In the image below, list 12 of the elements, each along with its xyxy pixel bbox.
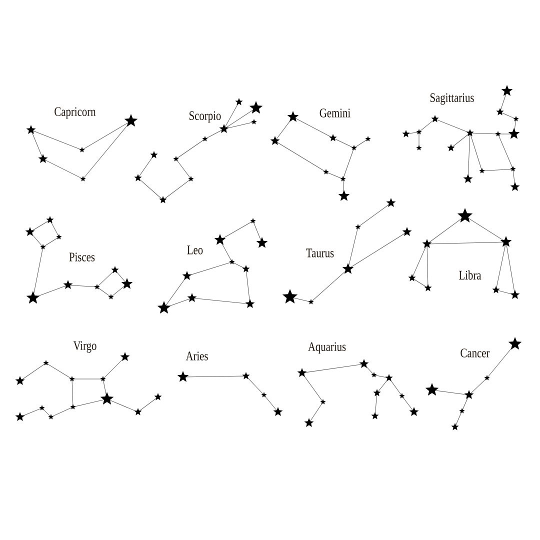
constellation-name: Capricorn <box>54 107 96 119</box>
constellation-name: Taurus <box>306 248 334 258</box>
constellation-name: Leo <box>187 246 203 254</box>
constellation-name: Virgo <box>73 341 96 353</box>
constellation-name: Aquarius <box>308 342 346 354</box>
constellation-name: Libra <box>459 270 482 280</box>
constellation-name: Cancer <box>460 348 490 358</box>
constellation-name: Aries <box>186 352 208 360</box>
constellation-name: Scorpio <box>190 111 221 123</box>
constellation-name: Gemini <box>320 108 350 118</box>
constellation-name: Pisces <box>69 252 95 262</box>
constellation-name: Sagittarius <box>430 93 474 105</box>
